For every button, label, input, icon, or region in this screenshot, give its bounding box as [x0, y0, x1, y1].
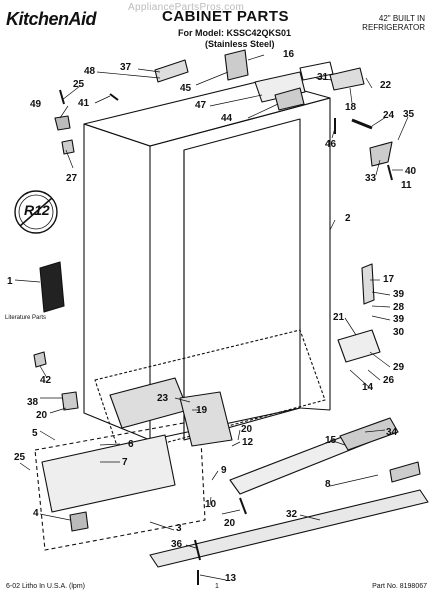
callout-18: 18 — [345, 102, 357, 113]
callout-7: 7 — [122, 457, 128, 468]
callout-5: 5 — [32, 428, 38, 439]
callout-27: 27 — [66, 173, 78, 184]
callout-16: 16 — [283, 49, 295, 60]
callout-45: 45 — [180, 83, 192, 94]
callout-10: 10 — [205, 499, 217, 510]
footer-print-info: 6-02 Litho In U.S.A. (lpm) — [6, 583, 85, 590]
callout-42: 42 — [40, 375, 52, 386]
callout-36: 36 — [171, 539, 183, 550]
callout-23: 23 — [157, 393, 169, 404]
callout-46: 46 — [325, 139, 337, 150]
callout-41: 41 — [78, 98, 90, 109]
callout-34: 34 — [386, 427, 398, 438]
callout-48: 48 — [84, 66, 96, 77]
callout-11: 11 — [401, 180, 412, 191]
callout-13: 13 — [225, 573, 237, 584]
callout-20-mid: 20 — [36, 410, 48, 421]
callout-26: 26 — [383, 375, 395, 386]
callout-25-top: 25 — [73, 79, 85, 90]
callout-17: 17 — [383, 274, 395, 285]
callout-30: 30 — [393, 327, 405, 338]
callout-40: 40 — [405, 166, 417, 177]
model-line: For Model: KSSC42QKS01 — [178, 28, 292, 38]
callout-33: 33 — [365, 173, 377, 184]
literature-label: Literature Parts — [5, 315, 47, 321]
callout-29: 29 — [393, 362, 405, 373]
callout-35: 35 — [403, 109, 415, 120]
callout-9: 9 — [221, 465, 227, 476]
product-type: 42" BUILT IN REFRIGERATOR — [335, 14, 425, 32]
callout-14: 14 — [362, 382, 374, 393]
callout-44: 44 — [221, 113, 233, 124]
footer-page-number: 1 — [215, 583, 219, 590]
literature-booklet — [39, 261, 65, 313]
callout-39-upper: 39 — [393, 289, 405, 300]
r12-stamp — [14, 190, 58, 234]
callout-32: 32 — [286, 509, 298, 520]
kickplate — [149, 489, 429, 568]
callout-12: 12 — [242, 437, 254, 448]
callout-38: 38 — [27, 397, 39, 408]
callout-31: 31 — [317, 72, 329, 83]
cabinet-front-frame — [149, 97, 331, 147]
callout-25-bottom: 25 — [14, 452, 26, 463]
finish-line: (Stainless Steel) — [205, 39, 275, 49]
callout-8: 8 — [325, 479, 331, 490]
watermark: AppliancePartsPros.com — [128, 2, 245, 13]
footer-part-number: Part No. 8198067 — [372, 583, 427, 590]
callout-21: 21 — [333, 312, 345, 323]
callout-24: 24 — [383, 110, 395, 121]
callout-15: 15 — [325, 435, 337, 446]
callout-22: 22 — [380, 80, 392, 91]
callout-19: 19 — [196, 405, 208, 416]
callout-49: 49 — [30, 99, 42, 110]
callout-1: 1 — [7, 276, 13, 287]
callout-20-right: 20 — [241, 424, 253, 435]
product-line-1: 42" BUILT IN — [378, 14, 425, 23]
callout-28: 28 — [393, 302, 405, 313]
r12-stamp-text: R12 — [24, 202, 50, 218]
callout-39-lower: 39 — [393, 314, 405, 325]
callout-37: 37 — [120, 62, 132, 73]
callout-2: 2 — [345, 213, 351, 224]
callout-6: 6 — [128, 439, 134, 450]
callout-20-bottom: 20 — [224, 518, 236, 529]
callout-47: 47 — [195, 100, 207, 111]
callout-4: 4 — [33, 508, 39, 519]
product-line-2: REFRIGERATOR — [362, 23, 425, 32]
callout-3: 3 — [176, 523, 182, 534]
page-title: CABINET PARTS — [162, 8, 290, 25]
brand-logo: KitchenAid — [6, 9, 97, 29]
